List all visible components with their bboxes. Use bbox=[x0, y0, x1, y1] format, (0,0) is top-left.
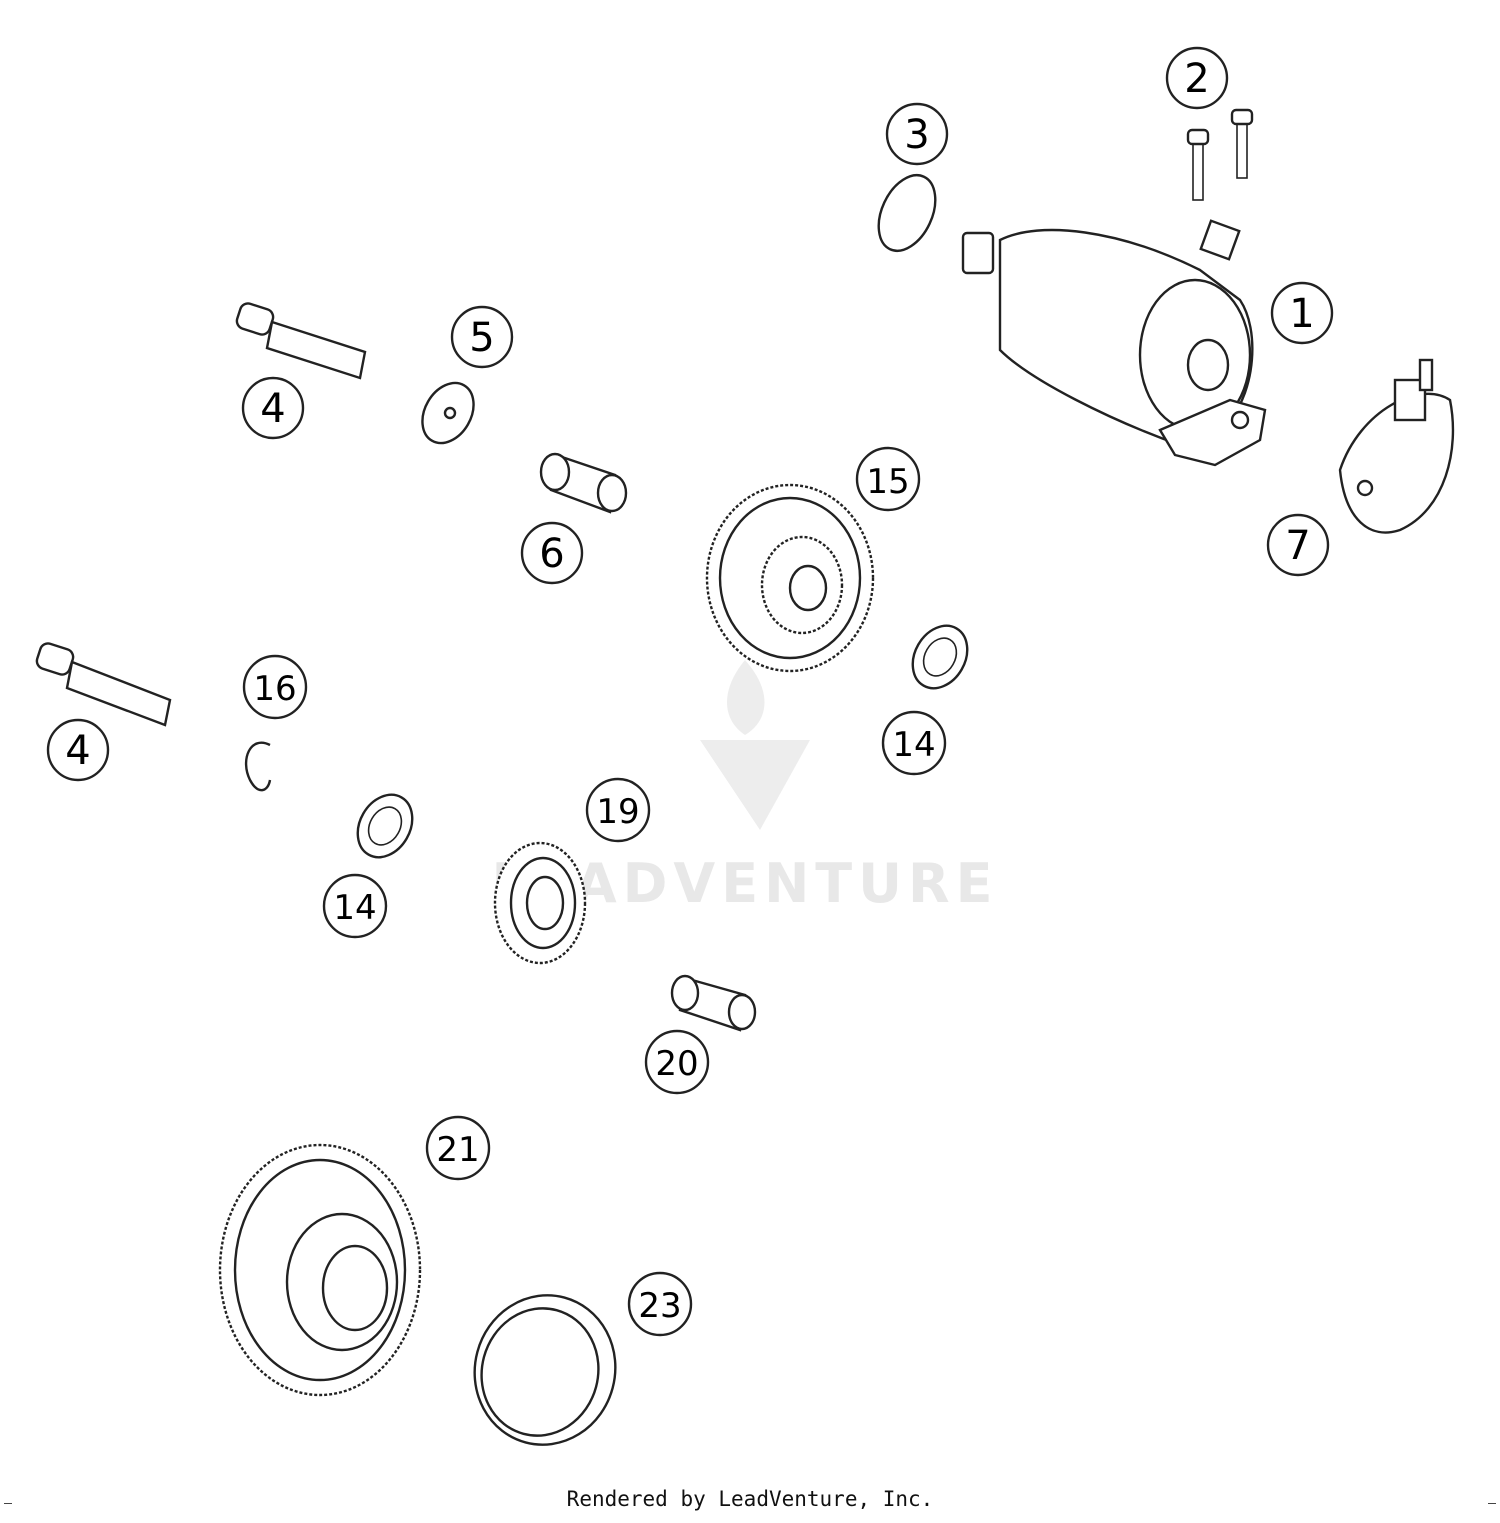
bolt-lower bbox=[35, 642, 172, 727]
callout-6: 6 bbox=[520, 521, 584, 585]
callout-1: 1 bbox=[1270, 281, 1334, 345]
callout-label: 7 bbox=[1285, 523, 1310, 569]
starter-gear bbox=[218, 1143, 422, 1397]
left-edge-mark bbox=[4, 1503, 12, 1504]
callout-14-upper: 14 bbox=[881, 710, 947, 776]
bushing-upper bbox=[539, 452, 628, 514]
intermediate-gear bbox=[705, 483, 875, 673]
callout-label: 23 bbox=[638, 1286, 681, 1326]
footer-credit: Rendered by LeadVenture, Inc. bbox=[566, 1487, 934, 1511]
circlip bbox=[244, 741, 272, 792]
callout-label: 14 bbox=[892, 725, 935, 765]
callout-19: 19 bbox=[585, 777, 651, 843]
screw-pair bbox=[1186, 108, 1254, 201]
callout-label: 6 bbox=[539, 531, 564, 577]
callout-label: 3 bbox=[904, 112, 929, 158]
callout-14-lower: 14 bbox=[322, 873, 388, 939]
callout-21: 21 bbox=[425, 1115, 491, 1181]
washer bbox=[421, 381, 475, 445]
callout-7: 7 bbox=[1266, 513, 1330, 577]
callout-label: 4 bbox=[260, 386, 285, 432]
callout-label: 1 bbox=[1289, 291, 1314, 337]
callout-label: 4 bbox=[65, 728, 90, 774]
callout-20: 20 bbox=[644, 1029, 710, 1095]
callout-label: 16 bbox=[253, 669, 296, 709]
callout-16: 16 bbox=[242, 654, 308, 720]
right-edge-mark bbox=[1488, 1503, 1496, 1504]
callout-4-lower: 4 bbox=[46, 718, 110, 782]
shim-upper bbox=[911, 624, 969, 690]
callout-label: 5 bbox=[469, 315, 494, 361]
shim-lower bbox=[356, 793, 414, 859]
callout-label: 2 bbox=[1184, 56, 1209, 102]
callout-4-upper: 4 bbox=[241, 376, 305, 440]
brush-holder bbox=[1338, 358, 1455, 534]
bushing-lower bbox=[670, 974, 757, 1032]
bolt-upper bbox=[235, 302, 367, 380]
callout-15: 15 bbox=[855, 446, 921, 512]
callout-label: 15 bbox=[866, 462, 909, 502]
o-ring bbox=[877, 174, 937, 252]
small-gear bbox=[493, 841, 587, 965]
callout-3: 3 bbox=[885, 102, 949, 166]
callout-label: 14 bbox=[333, 888, 376, 928]
bearing-ring bbox=[473, 1294, 617, 1446]
callout-label: 20 bbox=[655, 1044, 698, 1084]
callout-5: 5 bbox=[450, 305, 514, 369]
callout-label: 21 bbox=[436, 1130, 479, 1170]
callout-23: 23 bbox=[627, 1271, 693, 1337]
callout-2: 2 bbox=[1165, 46, 1229, 110]
starter-motor bbox=[961, 219, 1267, 467]
callout-label: 19 bbox=[596, 792, 639, 832]
